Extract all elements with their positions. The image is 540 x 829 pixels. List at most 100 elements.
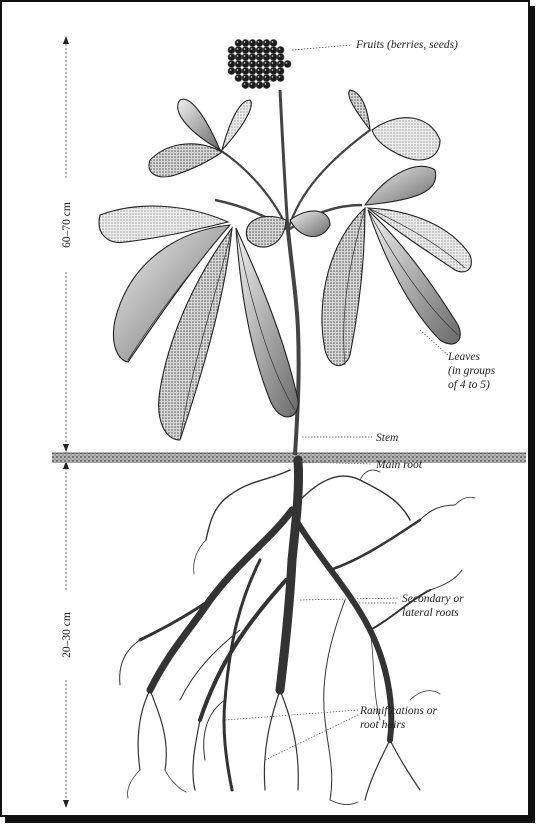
berry-highlight	[251, 83, 253, 85]
berry-highlight	[286, 62, 288, 64]
berry-highlight	[244, 83, 246, 85]
leaves-label-line2: (in groups	[448, 365, 496, 377]
berry-highlight	[230, 62, 232, 64]
berry-highlight	[251, 41, 253, 43]
berry	[277, 60, 284, 67]
berry	[242, 46, 249, 53]
berry	[242, 74, 249, 81]
leaves	[99, 90, 471, 440]
fruits-label: Fruits (berries, seeds)	[355, 39, 458, 51]
berry-highlight	[237, 48, 239, 50]
berry	[249, 67, 256, 74]
berry-highlight	[258, 76, 260, 78]
berry	[235, 39, 242, 46]
berry-highlight	[258, 55, 260, 57]
leaves-label-line3: of 4 to 5)	[448, 379, 490, 391]
berry	[263, 74, 270, 81]
berry-highlight	[230, 55, 232, 57]
berry-highlight	[272, 62, 274, 64]
berry	[270, 74, 277, 81]
berry	[263, 60, 270, 67]
berry	[242, 67, 249, 74]
berry-highlight	[230, 48, 232, 50]
berry	[242, 53, 249, 60]
root-hairs-label-line2: root hairs	[360, 719, 406, 731]
berry-highlight	[251, 48, 253, 50]
berry-highlight	[237, 69, 239, 71]
berry-highlight	[244, 41, 246, 43]
berry-highlight	[244, 76, 246, 78]
berry	[263, 53, 270, 60]
below-ground-depth-label: 20–30 cm	[61, 612, 73, 658]
berry-highlight	[244, 62, 246, 64]
berry-highlight	[279, 76, 281, 78]
berry-highlight	[272, 76, 274, 78]
berry	[256, 67, 263, 74]
berry	[235, 46, 242, 53]
berry-highlight	[265, 76, 267, 78]
berry-highlight	[279, 62, 281, 64]
berry	[235, 60, 242, 67]
berry-highlight	[258, 41, 260, 43]
berry	[277, 67, 284, 74]
root-hairs-label-line1: Ramifications or	[359, 705, 438, 717]
berry-highlight	[244, 69, 246, 71]
berry	[263, 46, 270, 53]
soil-surface	[52, 453, 526, 463]
berry	[256, 74, 263, 81]
berry-highlight	[251, 55, 253, 57]
berry	[249, 74, 256, 81]
berry	[249, 60, 256, 67]
berry	[263, 39, 270, 46]
height-scale: 60–70 cm 20–30 cm	[56, 36, 76, 808]
root-system	[120, 460, 475, 804]
berry-highlight	[265, 69, 267, 71]
leaves-label-line1: Leaves	[447, 351, 480, 363]
berry	[249, 81, 256, 88]
berry	[242, 39, 249, 46]
berry-highlight	[251, 76, 253, 78]
berry	[249, 53, 256, 60]
berry	[270, 67, 277, 74]
berry	[228, 67, 235, 74]
berry-highlight	[251, 69, 253, 71]
berry-highlight	[279, 48, 281, 50]
berry-highlight	[265, 41, 267, 43]
berry-highlight	[265, 83, 267, 85]
berry-highlight	[237, 41, 239, 43]
berry	[235, 74, 242, 81]
berry	[270, 46, 277, 53]
berry	[256, 81, 263, 88]
berry-highlight	[265, 62, 267, 64]
berry	[270, 39, 277, 46]
stem-label: Stem	[376, 432, 398, 444]
berry	[228, 53, 235, 60]
berry-highlight	[272, 69, 274, 71]
berry-highlight	[279, 55, 281, 57]
berry	[235, 53, 242, 60]
berry-highlight	[237, 55, 239, 57]
berry	[249, 46, 256, 53]
berry	[277, 53, 284, 60]
berry-highlight	[265, 48, 267, 50]
berry	[270, 60, 277, 67]
main-root-label: Main root	[375, 459, 423, 471]
berry-highlight	[279, 69, 281, 71]
berry	[242, 81, 249, 88]
berry-cluster	[228, 39, 291, 88]
berry	[284, 60, 291, 67]
berry-highlight	[244, 48, 246, 50]
berry	[242, 60, 249, 67]
berry	[249, 39, 256, 46]
berry	[263, 67, 270, 74]
berry	[263, 81, 270, 88]
berry	[256, 46, 263, 53]
berry-highlight	[237, 62, 239, 64]
berry-highlight	[258, 83, 260, 85]
berry-highlight	[237, 76, 239, 78]
berry-highlight	[244, 55, 246, 57]
berry-highlight	[251, 62, 253, 64]
berry	[277, 46, 284, 53]
berry-highlight	[265, 55, 267, 57]
secondary-roots-label-line2: lateral roots	[402, 607, 459, 619]
